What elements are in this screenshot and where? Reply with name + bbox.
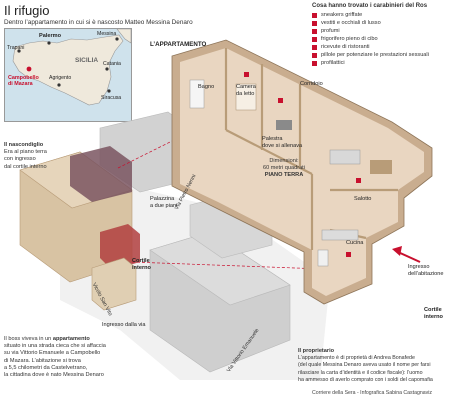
legend-item: vestiti e occhiali di lusso (312, 19, 462, 27)
bed (235, 83, 257, 111)
room-camera: Camera da letto (236, 84, 256, 97)
nascondiglio-block: Il nascondiglio Era al piano terra con i… (4, 142, 74, 171)
messina-dot (115, 37, 119, 41)
map-label-siracusa: Siracusa (101, 95, 122, 101)
legend-title: Cosa hanno trovato i carabinieri del Ros (312, 3, 428, 9)
legend-marker-icon (312, 52, 317, 58)
dimensions-block: Dimensioni: 60 metri quadrati PIANO TERR… (254, 158, 314, 180)
map-label-catania: Catania (103, 61, 121, 67)
note-boss-bold: appartamento (52, 336, 90, 342)
marker-3 (356, 178, 361, 183)
legend-marker-icon (312, 12, 317, 18)
note-boss-pre: Il boss viveva in un (4, 336, 53, 342)
trapani-dot (17, 49, 21, 53)
small-building (91, 257, 137, 311)
marker-1 (244, 72, 249, 77)
legend-item: profumi (312, 27, 462, 35)
page-title: Il rifugio (4, 3, 50, 18)
room-palestra: Palestra dove si allenava (262, 136, 303, 149)
cortile-highlight (100, 224, 140, 270)
legend-item: profilattici (312, 59, 462, 67)
label-cortile-interno-left: Cortile interno (132, 258, 151, 271)
room-cortile-interno-right: Cortile interno (424, 307, 443, 320)
sofa (329, 149, 361, 165)
fridge (317, 249, 329, 267)
marker-4 (346, 252, 351, 257)
label-appartamento: L’APPARTAMENTO (150, 41, 207, 48)
room-corridoio: Corridoio (300, 81, 323, 87)
room-bagno: Bagno (198, 84, 215, 90)
gray-building-roof (149, 231, 291, 306)
map-label-agrigento: Agrigento (49, 75, 72, 81)
map-label-trapani: Trapani (7, 45, 25, 51)
table (370, 160, 392, 174)
legend: Cosa hanno trovato i carabinieri del Ros… (312, 3, 462, 67)
campobello-dot (26, 66, 32, 72)
nascondiglio-highlight (70, 146, 132, 202)
note-proprietario-title: Il proprietario (298, 348, 335, 354)
note-proprietario: Il proprietario L’appartamento è di prop… (298, 348, 463, 384)
legend-item: pillole per potenziare le prestazioni se… (312, 51, 462, 59)
room-ingresso-abitazione: Ingresso dell’abitazione (408, 264, 444, 277)
bathtub (189, 79, 205, 109)
room-salotto: Salotto (354, 196, 372, 202)
agrigento-dot (57, 83, 61, 87)
room-cucina: Cucina (346, 240, 364, 246)
legend-marker-icon (312, 60, 317, 66)
legend-item: frigorifero pieno di cibo (312, 35, 462, 43)
mainland-shape (116, 29, 131, 44)
wall-4 (225, 129, 313, 175)
map-label-campobello: Campobello di Mazara (8, 75, 39, 88)
label-palazzina: Palazzina a due piani (150, 196, 178, 209)
legend-item: ricevute di ristoranti (312, 43, 462, 51)
nascondiglio-text: Era al piano terra con ingresso dal cort… (4, 149, 47, 170)
legend-item: sneakers griffate (312, 11, 462, 19)
sicily-map-svg (12, 29, 131, 106)
note-proprietario-text: L’appartamento è di proprietà di Andrea … (298, 355, 433, 383)
siracusa-dot (107, 89, 111, 93)
legend-marker-icon (312, 36, 317, 42)
sicily-map: Trapani Palermo Messina SICILIA Agrigent… (4, 28, 132, 122)
gym-bench (276, 120, 292, 130)
map-label-messina: Messina (97, 31, 117, 37)
legend-marker-icon (312, 20, 317, 26)
map-label-palermo: Palermo (39, 33, 62, 39)
sicily-island-shape (12, 34, 124, 106)
entrance-arrow-line (397, 251, 421, 263)
legend-marker-icon (312, 28, 317, 34)
dimensions-text: Dimensioni: 60 metri quadrati (263, 158, 305, 172)
piano-terra-label: PIANO TERRA (264, 172, 304, 179)
marker-2 (278, 98, 283, 103)
kitchen-counter (321, 229, 359, 241)
note-boss-post: situato in una strada cieca che si affac… (4, 343, 106, 379)
palermo-dot (47, 41, 51, 45)
footer-credit: Corriere della Sera - Infografica Sabina… (312, 390, 432, 396)
legend-marker-icon (312, 44, 317, 50)
note-boss: Il boss viveva in un appartamento situat… (4, 336, 174, 379)
entrance-arrow-head (392, 246, 402, 256)
nascondiglio-title: Il nascondiglio (4, 142, 44, 148)
label-ingresso-via: Ingresso dalla via (102, 322, 146, 328)
catania-dot (105, 67, 109, 71)
page-subtitle: Dentro l’appartamento in cui si è nascos… (4, 19, 193, 26)
map-label-sicilia: SICILIA (75, 57, 99, 64)
